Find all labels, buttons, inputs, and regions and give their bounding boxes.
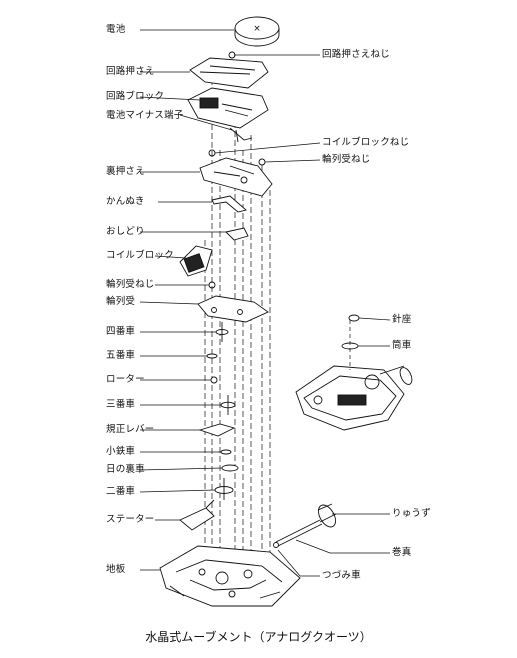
minus-terminal-part bbox=[229, 127, 253, 141]
label-hour-wheel-driver: 日の裏車 bbox=[106, 464, 145, 475]
battery-part bbox=[234, 16, 280, 47]
label-main-plate: 地板 bbox=[106, 564, 126, 575]
leader-lines bbox=[139, 29, 391, 577]
crown-stem-part bbox=[273, 503, 337, 548]
label-stator: ステーター bbox=[106, 514, 155, 525]
label-yoke: おしどり bbox=[106, 226, 145, 237]
circuit-block-part bbox=[187, 87, 269, 129]
label-rotor: ローター bbox=[106, 374, 145, 385]
label-circuit-holder: 回路押さえ bbox=[106, 66, 155, 77]
label-circuit-holder-screw: 回路押さえねじ bbox=[322, 49, 390, 60]
label-train-bridge: 輪列受 bbox=[106, 296, 136, 307]
label-regulating-lever: 規正レバー bbox=[106, 424, 155, 435]
label-battery-minus-terminal: 電池マイナス端子 bbox=[106, 110, 184, 121]
circuit-holder-part bbox=[189, 51, 269, 89]
label-minute-wheel: 小鉄車 bbox=[106, 446, 136, 457]
label-second-wheel: 二番車 bbox=[106, 486, 136, 497]
label-coil-block: コイルブロック bbox=[106, 250, 174, 261]
coil-block-part bbox=[179, 245, 213, 277]
label-crown: りゅうず bbox=[392, 508, 431, 519]
wheel-train-bridge-part bbox=[197, 295, 269, 323]
label-back-holder: 裏押さえ bbox=[106, 166, 145, 177]
label-coil-block-screw: コイルブロックねじ bbox=[322, 137, 410, 148]
label-hour-wheel: 筒車 bbox=[392, 340, 412, 351]
battery-mark: × bbox=[253, 24, 261, 34]
label-circuit-block: 回路ブロック bbox=[106, 91, 165, 102]
label-fifth-wheel: 五番車 bbox=[106, 350, 136, 361]
label-train-bridge-screw: 輪列受ねじ bbox=[106, 279, 155, 290]
label-clutch-wheel: つづみ車 bbox=[322, 570, 361, 581]
main-plate-part bbox=[159, 545, 301, 607]
label-fourth-wheel: 四番車 bbox=[106, 326, 136, 337]
diagram-caption: 水晶式ムーブメント（アナログクオーツ） bbox=[145, 630, 372, 644]
assembled-movement bbox=[295, 365, 413, 431]
label-hand-seat: 針座 bbox=[392, 314, 412, 325]
label-battery: 電池 bbox=[106, 24, 126, 35]
label-third-wheel: 三番車 bbox=[106, 399, 136, 410]
back-holder-part bbox=[199, 157, 273, 197]
label-train-bridge-screw-right: 輪列受ねじ bbox=[322, 154, 371, 165]
label-winding-stem: 巻真 bbox=[392, 547, 412, 558]
assembly-axes bbox=[204, 70, 271, 575]
label-setting-lever: かんぬき bbox=[106, 196, 145, 207]
